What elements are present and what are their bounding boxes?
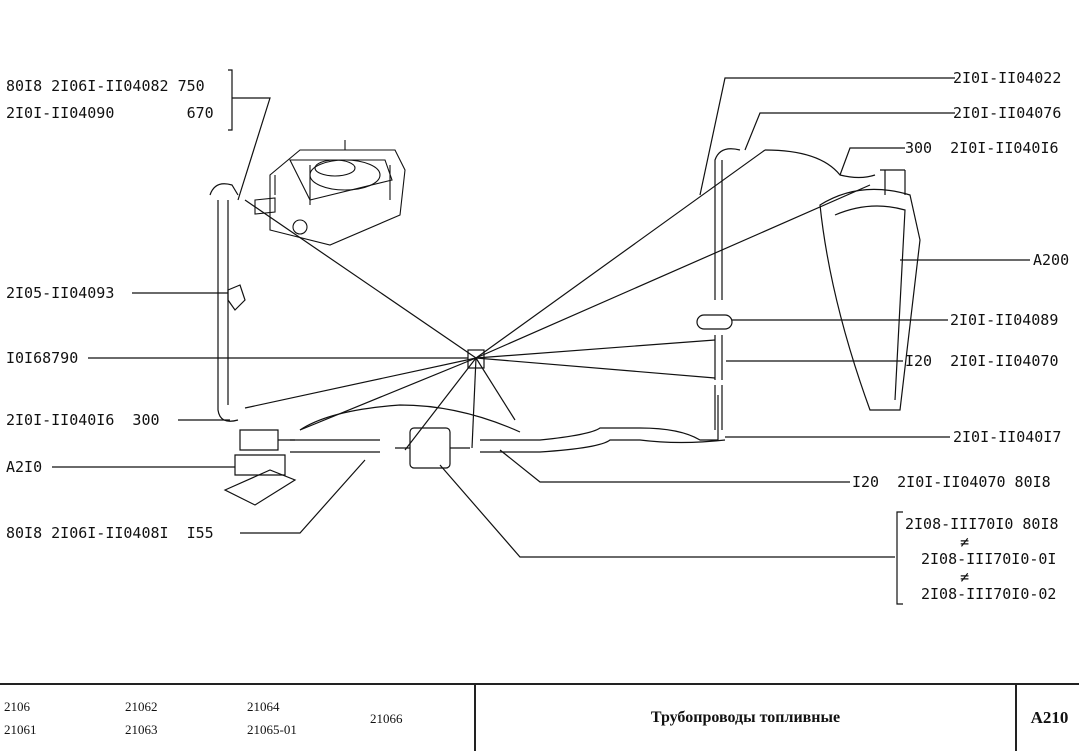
model-2106: 2106: [4, 699, 30, 714]
part-label-filter-2: 2I08-III70I0-0I: [921, 550, 1057, 568]
hose-top-right: [764, 149, 876, 179]
footer-divider-2: [1015, 685, 1017, 751]
fuel-pump-drawing: [223, 429, 297, 506]
part-label-r8: I20 2I0I-II04070 80I8: [852, 473, 1051, 491]
part-label-clamp: I0I68790: [6, 349, 79, 367]
part-label-grommet: 2I0I-II04089: [950, 311, 1059, 329]
part-label-hose-left: 2I0I-II040I6 300: [6, 411, 160, 429]
carburetor-drawing: [254, 140, 406, 246]
hose-right-vertical: [714, 148, 741, 300]
model-21066: 21066: [370, 711, 403, 726]
part-label-pump: A2I0: [6, 458, 43, 476]
clip-drawing: [227, 284, 246, 311]
bracket-right: [896, 511, 903, 605]
part-label-top-left-2: 2I0I-II04090 670: [6, 104, 214, 122]
part-label-r3: 300 2I0I-II040I6: [905, 139, 1059, 157]
model-21064: 21064: [247, 699, 280, 714]
page-code: A210: [1030, 708, 1069, 727]
model-21063: 21063: [125, 722, 158, 737]
part-label-clip: 2I05-II04093: [6, 284, 115, 302]
part-label-filter-3: 2I08-III70I0-02: [921, 585, 1057, 603]
clamp-leaders: [244, 149, 871, 451]
part-label-top-left-1: 80I8 2I06I-II04082 750: [6, 77, 205, 95]
page-title: Трубопроводы топливные: [650, 709, 841, 726]
fuel-lines-diagram: [52, 69, 1030, 605]
footer-table: 2106 21061 21062 21063 21064 21065-01 21…: [0, 683, 1079, 751]
model-21062: 21062: [125, 699, 158, 714]
fuel-filter-drawing: [409, 427, 451, 469]
part-label-r6: I20 2I0I-II04070: [905, 352, 1059, 370]
part-label-r2: 2I0I-II04076: [953, 104, 1062, 122]
neq-sign-1: ≠: [960, 533, 970, 551]
hose-left-vertical: [209, 183, 239, 422]
footer-divider-1: [474, 685, 476, 751]
fuel-tank-drawing: [819, 169, 921, 411]
model-21061: 21061: [4, 722, 37, 737]
bracket-top-left: [228, 69, 233, 131]
neq-sign-2: ≠: [960, 568, 970, 586]
part-label-r7: 2I0I-II040I7: [953, 428, 1062, 446]
model-21065-01: 21065-01: [247, 722, 297, 737]
hose-to-tank: [480, 395, 726, 453]
hose-pump-to-filter: [290, 439, 380, 453]
part-label-filter-1: 2I08-III70I0 80I8: [905, 515, 1059, 533]
hose-return: [299, 404, 521, 433]
part-label-r1: 2I0I-II04022: [953, 69, 1062, 87]
part-label-pump-hose: 80I8 2I06I-II0408I I55: [6, 524, 214, 542]
part-label-tank: A200: [1033, 251, 1070, 269]
leader-top-left: [232, 97, 271, 201]
grommet-drawing: [696, 314, 733, 330]
